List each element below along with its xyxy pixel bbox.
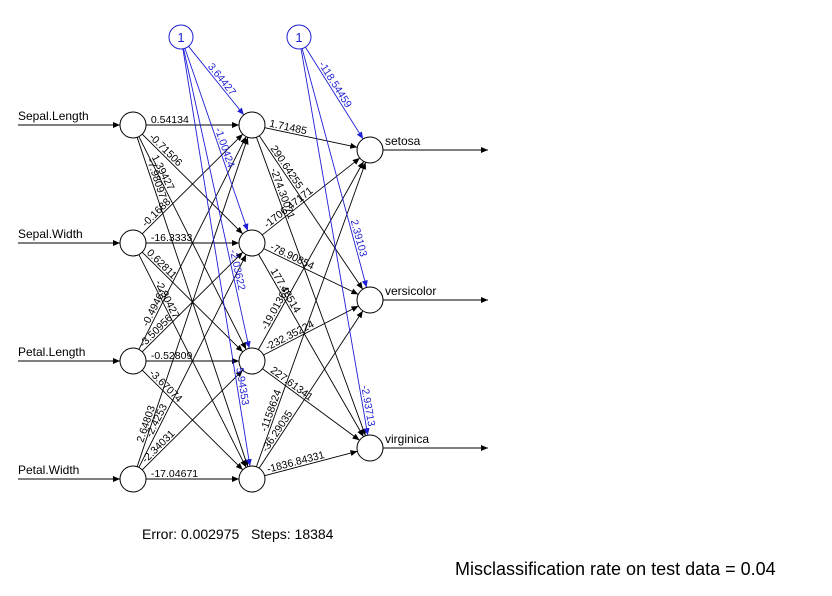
bias-weight-label: -2.03622 (227, 248, 248, 291)
bias-hidden-edge (183, 48, 251, 349)
weight-label: -17.04671 (151, 468, 198, 480)
bias-weight-label: 2.39103 (348, 218, 370, 258)
label-layer: Sepal.LengthSepal.WidthPetal.LengthPetal… (18, 59, 436, 480)
output-node (356, 434, 384, 462)
hidden-output-edge (264, 127, 358, 149)
hidden-node (238, 111, 266, 139)
input-hidden-edge (136, 137, 249, 467)
output-node (356, 286, 384, 314)
input-label: Petal.Length (18, 345, 85, 359)
output-label: setosa (385, 134, 421, 148)
hidden-output-edge (256, 137, 366, 436)
hidden-output-edge (261, 157, 361, 236)
weight-label: -1836.84331 (266, 449, 326, 476)
bias-output-edge (300, 48, 370, 436)
bias-hidden-edge (182, 48, 252, 467)
input-label: Petal.Width (18, 463, 79, 477)
hidden-output-edge (257, 161, 365, 350)
input-label: Sepal.Width (18, 227, 83, 241)
output-label: virginica (385, 432, 429, 446)
bias-weight-label: -2.93713 (358, 384, 377, 427)
hidden-output-edge (258, 254, 364, 437)
input-node (119, 465, 147, 493)
weight-label: -3.67074 (147, 367, 185, 405)
output-node (356, 136, 384, 164)
bias-weight-label: -118.54459 (316, 59, 354, 110)
input-hidden-edge (138, 254, 247, 468)
bias-weight-label: -1.00424 (212, 126, 237, 169)
hidden-node (238, 347, 266, 375)
hidden-node (238, 229, 266, 257)
weight-label: 0.54134 (151, 114, 189, 126)
hidden-output-edge (262, 368, 360, 441)
bias-node (168, 24, 194, 50)
input-hidden-edge (141, 369, 244, 471)
hidden-output-edge (264, 450, 358, 477)
hidden-output-edge (258, 135, 364, 290)
error-steps-text: Error: 0.002975 Steps: 18384 (142, 526, 334, 542)
input-node (119, 111, 147, 139)
weight-label: 1.71485 (268, 118, 308, 138)
bias-edge-layer (182, 46, 370, 467)
edge-layer (18, 122, 488, 482)
bias-node-label: 1 (177, 30, 184, 45)
bias-weight-label: 3.64427 (205, 61, 238, 98)
input-hidden-edge (138, 136, 247, 350)
bias-node (286, 24, 312, 50)
bias-hidden-edge (184, 48, 249, 231)
hidden-node (238, 465, 266, 493)
weight-label: -0.52809 (151, 350, 193, 362)
bias-output-edge (305, 46, 364, 140)
bias-hidden-edge (188, 46, 245, 116)
output-label: versicolor (385, 284, 436, 298)
weight-label: -0.1688 (140, 196, 174, 230)
bias-output-edge (301, 48, 368, 288)
input-node (119, 229, 147, 257)
hidden-output-edge (258, 310, 364, 469)
hidden-output-edge (255, 162, 367, 467)
input-node (119, 347, 147, 375)
input-label: Sepal.Length (18, 109, 89, 123)
weight-label: -19.01365 (259, 285, 293, 332)
bias-weight-label: 5.94353 (233, 367, 251, 407)
weight-label: -16.3333 (151, 232, 193, 244)
misclassification-text: Misclassification rate on test data = 0.… (455, 559, 776, 579)
bias-node-label: 1 (295, 30, 302, 45)
hidden-output-edge (263, 305, 359, 356)
input-hidden-edge (141, 133, 244, 235)
